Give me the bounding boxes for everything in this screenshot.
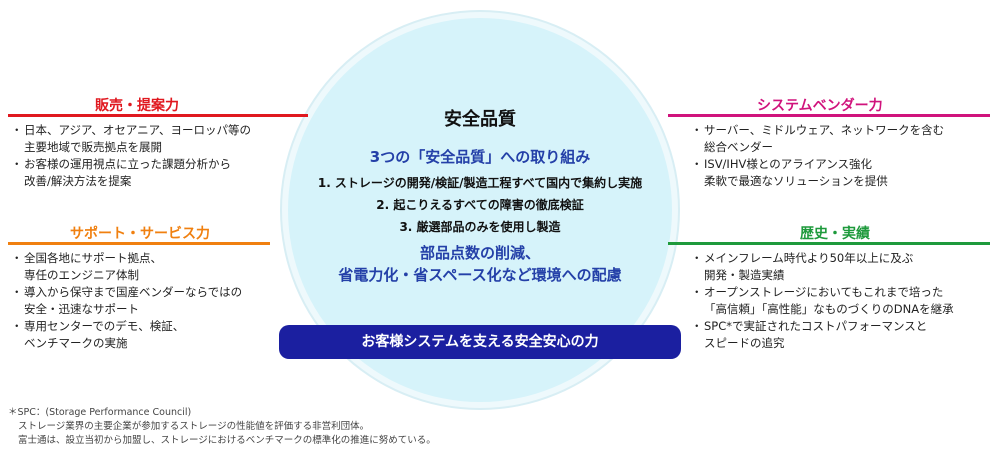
history-item: オープンストレージにおいてもこれまで培った「高信頼」「高性能」なものづくりのDN… [691, 284, 994, 318]
eco-statement: 部品点数の削減、 省電力化・省スペース化など環境への配慮 [300, 242, 660, 286]
system-rule [668, 114, 990, 117]
center-list-item: 1. ストレージの開発/検証/製造工程すべて国内で集約し実施 [317, 176, 643, 190]
footnote-line: ストレージ業界の主要企業が参加するストレージの性能値を評価する非営利団体。 [18, 421, 370, 432]
center-banner: お客様システムを支える安全安心の力 [279, 325, 681, 359]
support-title: サポート・サービス力 [70, 226, 210, 242]
support-item: 専用センターでのデモ、検証、ベンチマークの実施 [11, 318, 294, 352]
eco-line-2: 省電力化・省スペース化など環境への配慮 [338, 266, 622, 284]
center-list: 1. ストレージの開発/検証/製造工程すべて国内で集約し実施 2. 起こりえるす… [300, 172, 660, 238]
support-item: 全国各地にサポート拠点、専任のエンジニア体制 [11, 250, 294, 284]
history-title: 歴史・実績 [800, 226, 870, 242]
footnote-line: 富士通は、設立当初から加盟し、ストレージにおけるベンチマークの標準化の推進に努め… [18, 435, 436, 446]
center-list-item: 3. 厳選部品のみを使用し製造 [399, 220, 561, 234]
system-title: システムベンダー力 [757, 98, 883, 114]
support-list: 全国各地にサポート拠点、専任のエンジニア体制 導入から保守まで国産ベンダーならで… [11, 250, 294, 352]
footnote-line: ＊SPC：(Storage Performance Council) [8, 407, 192, 418]
center-title: 安全品質 [444, 109, 516, 130]
center-list-item: 2. 起こりえるすべての障害の徹底検証 [376, 198, 584, 212]
support-rule [8, 242, 270, 245]
center-subtitle: 3つの「安全品質」への取り組み [369, 148, 591, 166]
sales-rule [8, 114, 308, 117]
footnote: ＊SPC：(Storage Performance Council) ストレージ… [8, 406, 436, 448]
sales-title: 販売・提案力 [95, 98, 179, 114]
eco-line-1: 部品点数の削減、 [419, 244, 540, 262]
history-rule [668, 242, 990, 245]
